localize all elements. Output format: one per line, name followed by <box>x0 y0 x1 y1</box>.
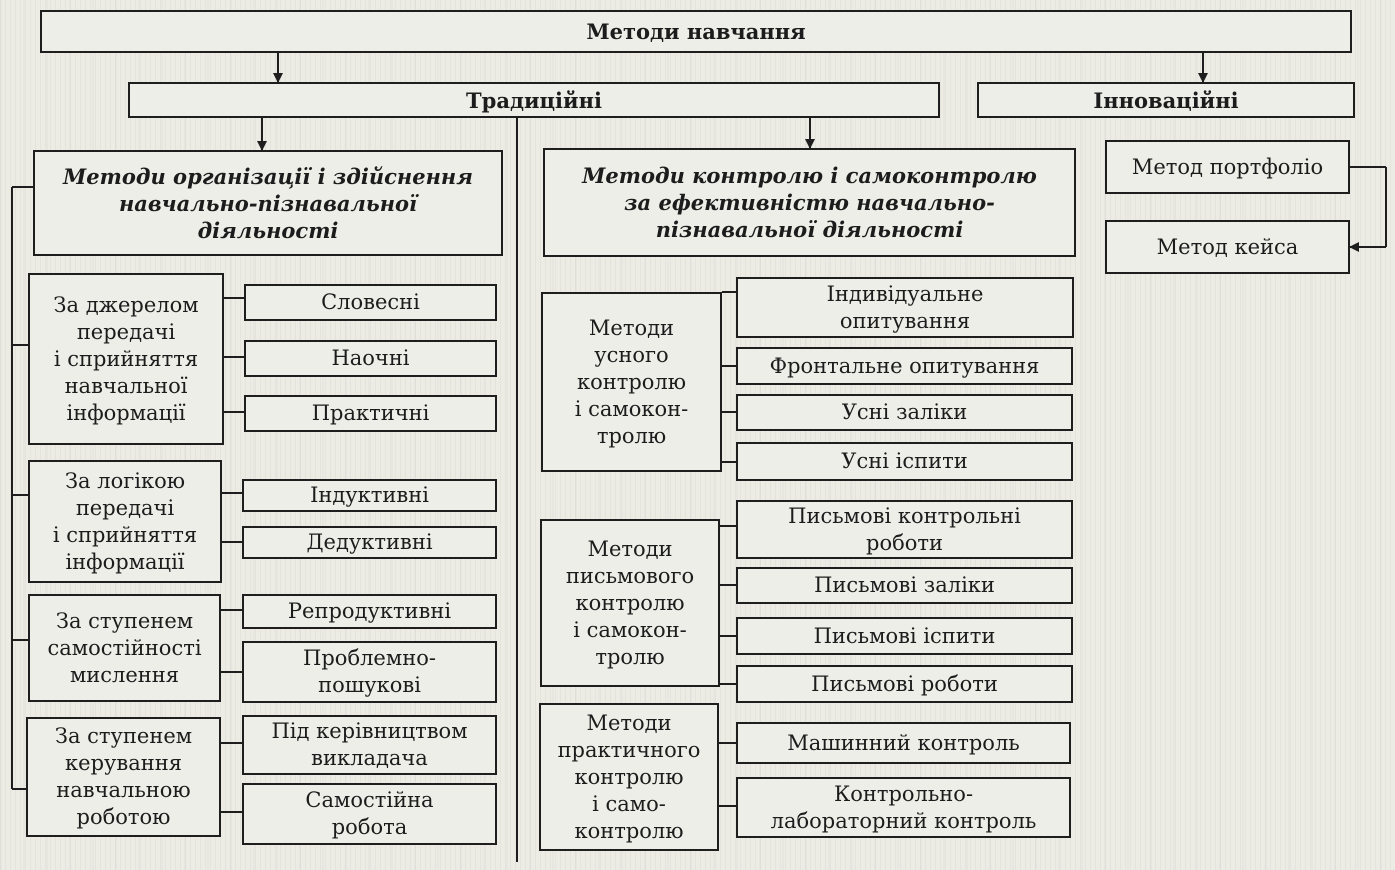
method-verbal: Словесні <box>244 284 497 321</box>
innovative-box: Інноваційні <box>977 82 1355 118</box>
control-written-tests-works: Письмові контрольні роботи <box>736 500 1073 559</box>
control-written-works: Письмові роботи <box>736 665 1073 703</box>
group-oral-control-label: Методи усного контролю і самокон- тролю <box>541 292 722 472</box>
control-individual-questioning: Індивідуальне опитування <box>736 277 1074 338</box>
control-frontal-questioning: Фронтальне опитування <box>736 347 1073 385</box>
method-teacher-guided: Під керівництвом викладача <box>242 715 497 775</box>
control-oral-exams: Усні іспити <box>736 442 1073 481</box>
control-machine: Машинний контроль <box>736 722 1071 764</box>
control-written-exams: Письмові іспити <box>736 617 1073 655</box>
case-method-box: Метод кейса <box>1105 220 1350 274</box>
portfolio-method-box: Метод портфоліо <box>1105 140 1350 194</box>
group-independence-label: За ступенем самостійності мислення <box>28 594 221 702</box>
root-box: Методи навчання <box>40 10 1352 53</box>
control-oral-tests: Усні заліки <box>736 394 1073 431</box>
traditional-box: Традиційні <box>128 82 940 118</box>
control-lab: Контрольно- лабораторний контроль <box>736 777 1071 838</box>
group-written-control-label: Методи письмового контролю і самокон- тр… <box>540 519 720 687</box>
method-inductive: Індуктивні <box>242 479 497 512</box>
control-methods-box: Методи контролю і самоконтролю за ефекти… <box>543 148 1076 257</box>
method-reproductive: Репродуктивні <box>242 594 497 629</box>
method-visual: Наочні <box>244 340 497 377</box>
organization-methods-box: Методи організації і здійснення навчальн… <box>33 150 503 256</box>
method-deductive: Дедуктивні <box>242 526 497 559</box>
method-problem-search: Проблемно- пошукові <box>242 641 497 703</box>
method-independent-work: Самостійна робота <box>242 783 497 845</box>
method-practical: Практичні <box>244 395 497 432</box>
group-practical-control-label: Методи практичного контролю і само- конт… <box>539 703 719 851</box>
group-logic-label: За логікою передачі і сприйняття інформа… <box>28 460 222 583</box>
group-source-label: За джерелом передачі і сприйняття навчал… <box>28 273 224 445</box>
group-guidance-label: За ступенем керування навчальною роботою <box>26 717 221 837</box>
control-written-credits: Письмові заліки <box>736 567 1073 604</box>
